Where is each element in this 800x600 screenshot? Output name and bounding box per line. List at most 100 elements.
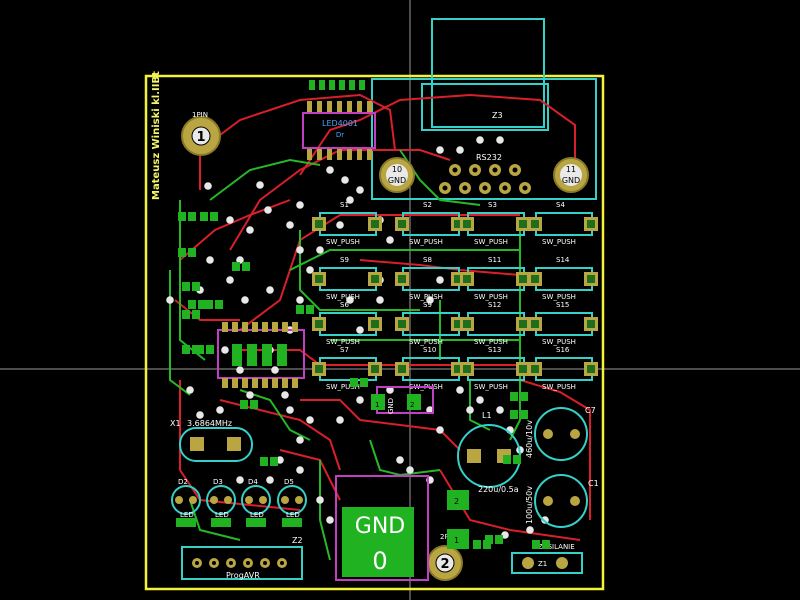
via-53: [236, 366, 244, 374]
connector-name: RS232: [476, 153, 502, 162]
svg-text:S7: S7: [340, 346, 349, 354]
via-48: [281, 391, 289, 399]
svg-text:SW_PUSH: SW_PUSH: [474, 383, 508, 391]
svg-text:SW_PUSH: SW_PUSH: [542, 238, 576, 246]
svg-text:S2: S2: [423, 201, 432, 209]
via-21: [356, 326, 364, 334]
trace-green-6: [239, 389, 311, 441]
via-18: [436, 276, 444, 284]
svg-text:SW_PUSH: SW_PUSH: [542, 383, 576, 391]
via-2: [286, 221, 294, 229]
ic-top: LED4001 Dr: [302, 80, 376, 160]
svg-text:SW_PUSH: SW_PUSH: [326, 338, 360, 346]
gnd-block: GND 0: [335, 475, 429, 581]
svg-text:SW_PUSH: SW_PUSH: [409, 338, 443, 346]
svg-text:S13: S13: [488, 346, 501, 354]
svg-text:LED: LED: [250, 511, 264, 519]
trace-red-13: [279, 449, 341, 501]
via-42: [496, 406, 504, 414]
smd-5: [182, 310, 200, 319]
svg-text:SW_PUSH: SW_PUSH: [542, 293, 576, 301]
switch-grid: S1SW_PUSHS2SW_PUSHS3SW_PUSHS4SW_PUSHS9SW…: [312, 201, 598, 391]
trace-green-11: [189, 499, 241, 541]
small-gnd-label: GND: [387, 398, 395, 414]
small-gnd-part: GND 1 2: [371, 386, 434, 414]
crystal-ref: X1: [170, 419, 181, 428]
inductor-value: 220u/0.5a: [478, 485, 519, 494]
via-3: [296, 246, 304, 254]
svg-text:SW_PUSH: SW_PUSH: [409, 238, 443, 246]
smd-9: [240, 400, 258, 409]
svg-text:S15: S15: [556, 301, 569, 309]
ic-top-sub: Dr: [336, 131, 344, 139]
smd-parts: [178, 212, 550, 549]
pad-10-gnd: 10 GND: [379, 157, 415, 193]
inductor-l1: L1 220u/0.5a: [457, 411, 521, 494]
svg-text:1: 1: [196, 130, 205, 145]
svg-text:SW_PUSH: SW_PUSH: [542, 338, 576, 346]
svg-text:D4: D4: [248, 478, 258, 486]
svg-text:2: 2: [454, 497, 459, 506]
via-62: [166, 296, 174, 304]
cap-c1-value: 100u/50v: [525, 486, 534, 524]
pin-label-1: 1PIN: [192, 111, 208, 119]
smd-16: [532, 540, 550, 549]
cap-c1-ref: C1: [588, 479, 599, 488]
svg-text:S14: S14: [556, 256, 570, 264]
svg-text:GND: GND: [388, 176, 406, 185]
crystal-x1: X1 3.6864MHz: [170, 419, 253, 462]
via-5: [241, 296, 249, 304]
svg-text:LED: LED: [180, 511, 194, 519]
smd-4: [182, 282, 200, 291]
smd-1: [200, 212, 218, 221]
via-52: [271, 366, 279, 374]
via-54: [221, 346, 229, 354]
crystal-value: 3.6864MHz: [187, 419, 232, 428]
trace-red-2: [299, 93, 576, 176]
via-34: [296, 466, 304, 474]
pad-11-gnd: 11 GND: [553, 157, 589, 193]
via-30: [186, 386, 194, 394]
svg-text:S9: S9: [340, 256, 349, 264]
via-0: [204, 182, 212, 190]
smd-8: [296, 305, 314, 314]
via-1: [264, 206, 272, 214]
via-57: [456, 146, 464, 154]
connector-ref: Z3: [492, 111, 503, 120]
smd-13: [503, 455, 521, 464]
via-28: [296, 436, 304, 444]
svg-text:10: 10: [392, 165, 402, 174]
svg-text:SW_PUSH: SW_PUSH: [326, 293, 360, 301]
cap-c7-value: 460u/10v: [525, 420, 534, 458]
via-8: [296, 296, 304, 304]
smd-14: [485, 535, 503, 544]
svg-text:1: 1: [375, 401, 379, 409]
via-29: [276, 456, 284, 464]
trace-green-1: [209, 158, 321, 201]
svg-text:LED: LED: [215, 511, 229, 519]
gnd-num: 0: [372, 547, 387, 575]
smd-17: [350, 378, 368, 387]
smd-12: [510, 410, 528, 419]
trace-green-7: [369, 439, 441, 477]
svg-text:S16: S16: [556, 346, 570, 354]
smd-3: [232, 262, 250, 271]
gnd-label: GND: [355, 514, 405, 539]
via-55: [246, 226, 254, 234]
pad-1: 1: [181, 116, 221, 156]
via-41: [476, 396, 484, 404]
via-69: [406, 466, 414, 474]
power-ref: Z1: [538, 560, 547, 568]
svg-text:SW_PUSH: SW_PUSH: [409, 293, 443, 301]
via-40: [456, 386, 464, 394]
svg-text:S6: S6: [340, 301, 349, 309]
via-56: [436, 146, 444, 154]
svg-text:S9: S9: [423, 301, 432, 309]
